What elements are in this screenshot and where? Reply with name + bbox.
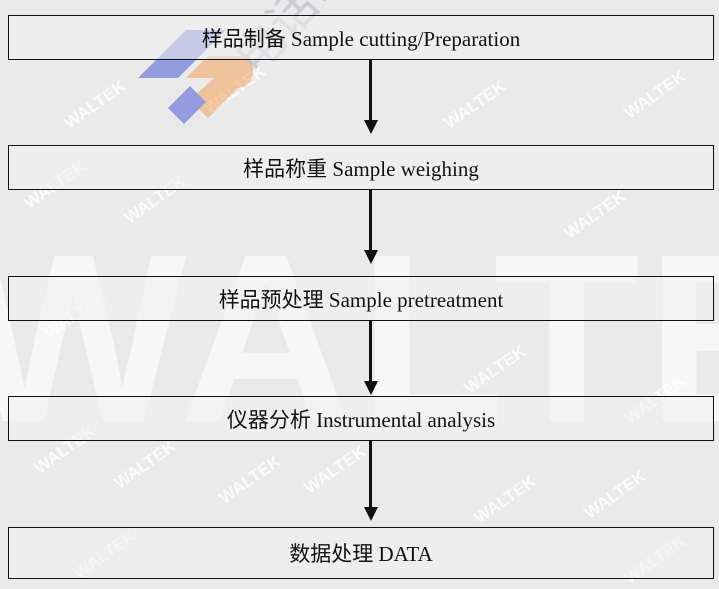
flow-arrow-head	[363, 507, 378, 521]
step-label: 样品制备 Sample cutting/Preparation	[201, 26, 521, 51]
flow-arrow-shaft	[369, 321, 372, 381]
flow-arrow-head	[363, 381, 378, 395]
flow-arrow-head	[363, 250, 378, 264]
watermark-tile: WALTEK	[470, 471, 540, 528]
flow-arrow-shaft	[369, 60, 372, 120]
flow-arrow-head	[363, 120, 378, 134]
step-sample-weighing: 样品称重 Sample weighing	[8, 145, 714, 190]
step-data-processing: 数据处理 DATA	[8, 527, 714, 579]
watermark-tile: WALTEK	[440, 76, 510, 133]
step-label: 样品称重 Sample weighing	[243, 156, 479, 181]
watermark-tile: WALTEK	[620, 66, 690, 123]
step-sample-preparation: 样品制备 Sample cutting/Preparation	[8, 15, 714, 60]
step-sample-pretreatment: 样品预处理 Sample pretreatment	[8, 276, 714, 321]
flow-arrow-shaft	[369, 441, 372, 507]
step-label: 仪器分析 Instrumental analysis	[226, 407, 496, 432]
step-label: 数据处理 DATA	[289, 542, 433, 566]
flow-arrow-shaft	[369, 190, 372, 250]
step-label: 样品预处理 Sample pretreatment	[218, 287, 504, 312]
step-instrumental-analysis: 仪器分析 Instrumental analysis	[8, 396, 714, 441]
